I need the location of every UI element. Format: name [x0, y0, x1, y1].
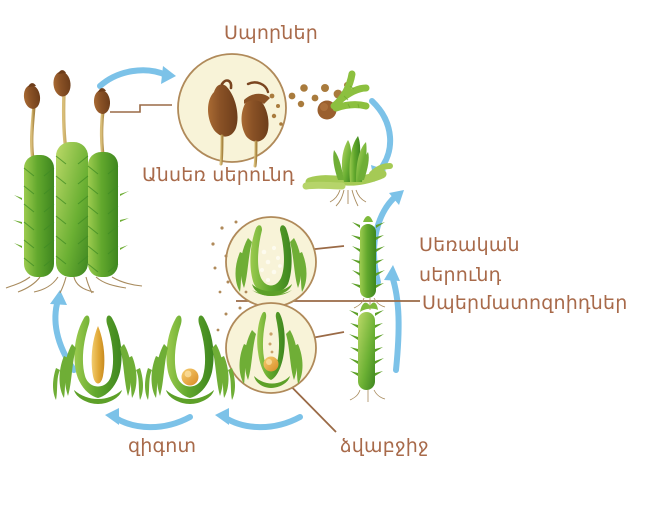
- young-shoot-on-protonema: [302, 136, 393, 207]
- arrow-plant-to-capsule: [97, 66, 176, 89]
- moss-leafy-clump: [24, 142, 118, 277]
- moss-plant-with-sporophytes: [5, 70, 143, 294]
- antheridium-detail: [225, 216, 317, 308]
- label-sexual-generation-line1: Սեռական: [419, 234, 520, 256]
- zygote-marker: [181, 368, 199, 386]
- label-zygote: զիգոտ: [128, 435, 197, 457]
- young-leafy-shoot: [333, 136, 369, 182]
- label-spermatozoa: Սպերմատոզոիդներ: [422, 292, 628, 314]
- embryo-in-archegonium: [53, 315, 143, 404]
- arrow-fertilisation-up: [384, 265, 402, 373]
- rhizoids: [5, 276, 143, 294]
- zygote-in-archegonium: [145, 315, 235, 404]
- dispersed-sperm-dots: [211, 220, 256, 332]
- label-egg-cell: ձվաբջիջ: [340, 435, 429, 457]
- sporophyte-capsule: [53, 70, 71, 97]
- sporophyte-capsule: [23, 83, 41, 109]
- spore-dots: [269, 93, 283, 126]
- sporophyte-capsule: [93, 88, 111, 114]
- label-spores: Սպորներ: [224, 22, 319, 44]
- connector-capsule: [110, 104, 172, 113]
- sperm-cells: [259, 245, 282, 282]
- label-sexual-generation-line2: սերունդ: [419, 264, 502, 286]
- male-gametophyte: [351, 216, 386, 310]
- arrow-protonema-to-gametophyte: [371, 190, 404, 285]
- germinating-spore: [317, 70, 370, 120]
- female-gametophyte: [349, 302, 386, 402]
- spore-capsule-detail: [177, 53, 287, 168]
- arrow-to-embryo: [215, 408, 303, 431]
- archegonium-detail: [225, 302, 317, 394]
- embryo-marker: [91, 326, 105, 384]
- arrow-embryo-to-sporophyte: [105, 408, 193, 431]
- antheridium-leaves: [235, 238, 307, 296]
- label-asexual-generation: Անսեռ սերունդ: [142, 164, 295, 186]
- moss-leaf-texture: [23, 155, 119, 273]
